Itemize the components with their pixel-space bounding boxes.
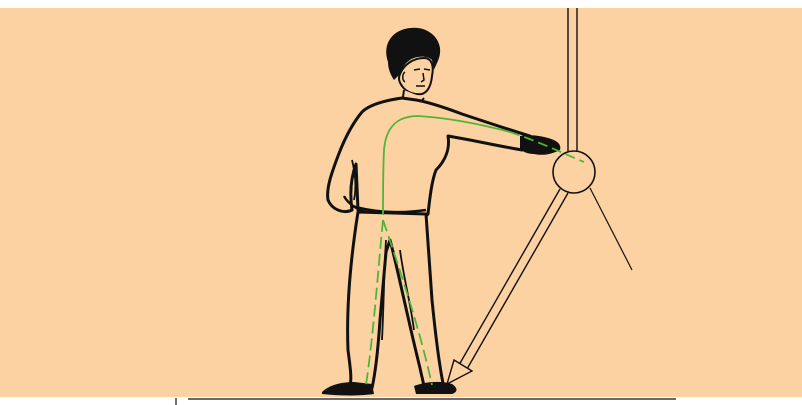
bottom-white-strip <box>0 397 802 405</box>
